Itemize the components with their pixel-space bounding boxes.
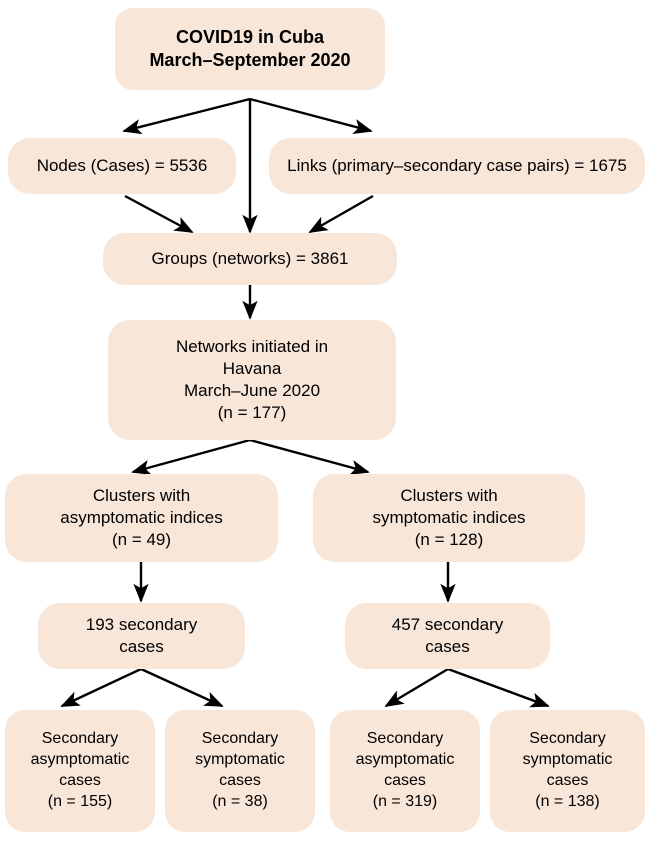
arrow-title-to-links [249,97,373,135]
node-nodes-cases-text: Nodes (Cases) = 5536 [36,155,208,175]
arrow-left-secondary-to-symptomatic [140,667,224,708]
node-networks-havana: Networks initiated in Havana March–June … [108,320,396,440]
node-links-pairs-text: Links (primary–secondary case pairs) = 1… [287,155,627,175]
node-secondary-cases-right-text: 457 secondary cases [391,614,504,656]
node-networks-havana-text: Networks initiated in Havana March–June … [175,336,329,423]
node-nodes-cases: Nodes (Cases) = 5536 [8,138,236,194]
node-groups-networks-text: Groups (networks) = 3861 [151,248,349,268]
arrow-links-to-groups [308,194,374,234]
node-secondary-asymptomatic-right: Secondary asymptomatic cases (n = 319) [330,710,480,832]
node-secondary-symptomatic-left-text: Secondary symptomatic cases (n = 38) [195,730,285,810]
node-secondary-symptomatic-right: Secondary symptomatic cases (n = 138) [490,710,645,832]
node-clusters-symptomatic-text: Clusters with symptomatic indices (n = 1… [372,485,526,550]
node-secondary-asymptomatic-left-text: Secondary asymptomatic cases (n = 155) [30,730,130,810]
arrow-right-secondary-to-asymptomatic [384,667,449,708]
arrow-networks-to-clusters-symptomatic [249,438,370,475]
node-clusters-symptomatic: Clusters with symptomatic indices (n = 1… [313,474,585,562]
node-title-text: COVID19 in Cuba March–September 2020 [149,26,351,70]
arrow-networks-to-clusters-asymptomatic [131,438,251,475]
arrow-title-to-nodes [122,97,251,135]
node-links-pairs: Links (primary–secondary case pairs) = 1… [269,138,645,194]
arrow-left-secondary-to-asymptomatic [60,667,142,708]
node-secondary-asymptomatic-left: Secondary asymptomatic cases (n = 155) [5,710,155,832]
node-secondary-asymptomatic-right-text: Secondary asymptomatic cases (n = 319) [355,730,455,810]
node-secondary-cases-left-text: 193 secondary cases [85,614,198,656]
node-secondary-cases-right: 457 secondary cases [345,603,550,669]
node-clusters-asymptomatic: Clusters with asymptomatic indices (n = … [5,474,278,562]
node-clusters-asymptomatic-text: Clusters with asymptomatic indices (n = … [60,485,223,550]
node-title: COVID19 in Cuba March–September 2020 [115,8,385,90]
arrow-right-secondary-to-symptomatic [447,667,550,708]
arrow-nodes-to-groups [124,194,194,234]
node-secondary-cases-left: 193 secondary cases [38,603,245,669]
node-secondary-symptomatic-right-text: Secondary symptomatic cases (n = 138) [522,730,613,810]
node-secondary-symptomatic-left: Secondary symptomatic cases (n = 38) [165,710,315,832]
node-groups-networks: Groups (networks) = 3861 [103,233,397,285]
